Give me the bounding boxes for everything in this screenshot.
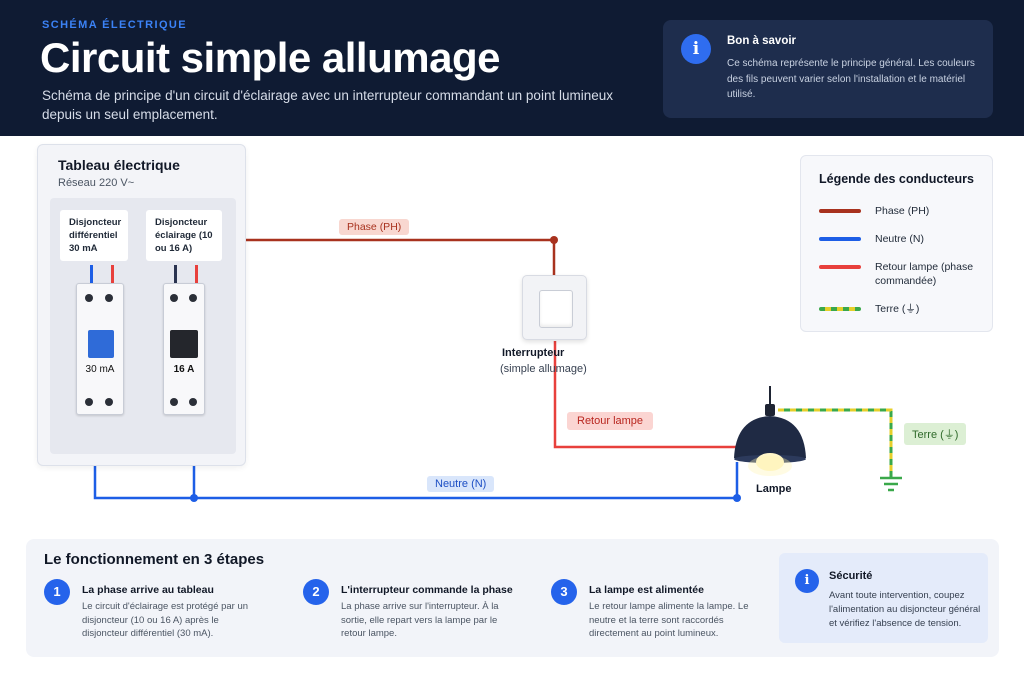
wire-stub-phase — [111, 265, 114, 283]
tag-neutre: Neutre (N) — [427, 476, 495, 492]
legend-label: Retour lampe (phase commandée) — [875, 261, 974, 287]
legend-label: Neutre (N) — [875, 233, 925, 245]
neutre-junction — [190, 494, 198, 502]
breaker-toggle-blue[interactable] — [88, 330, 114, 358]
info-title: Bon à savoir — [727, 35, 797, 47]
wire-terre-stripe — [778, 408, 893, 478]
info-icon: i — [795, 569, 819, 593]
safety-card: i Sécurité Avant toute intervention, cou… — [779, 553, 988, 643]
header: SCHÉMA ÉLECTRIQUE Circuit simple allumag… — [0, 0, 1024, 136]
conductor-legend: Légende des conducteurs Phase (PH) Neutr… — [800, 155, 993, 332]
breaker-toggle-black[interactable] — [170, 330, 198, 358]
step-title: L'interrupteur commande la phase — [341, 584, 513, 596]
info-card: i Bon à savoir Ce schéma représente le p… — [663, 20, 993, 118]
neutre-junction-lamp — [733, 494, 741, 502]
switch-sublabel: (simple allumage) — [500, 363, 587, 375]
step-text: Le retour lampe alimente la lampe. Le ne… — [589, 601, 749, 639]
wire-stub-neutre — [90, 265, 93, 283]
screw-icon — [105, 294, 113, 302]
info-icon: i — [681, 34, 711, 64]
screw-icon — [85, 398, 93, 406]
wire-phase — [246, 238, 556, 275]
safety-title: Sécurité — [829, 570, 873, 582]
switch-label: Interrupteur — [502, 347, 565, 359]
page-subtitle: Schéma de principe d'un circuit d'éclair… — [42, 88, 613, 122]
info-text: Ce schéma représente le principe général… — [727, 58, 975, 100]
electrical-panel: Tableau électrique Réseau 220 V~ Disjonc… — [37, 144, 246, 466]
switch-rocker[interactable] — [539, 290, 573, 328]
screw-icon — [189, 294, 197, 302]
lamp-label: Lampe — [756, 483, 792, 495]
breaker-label-eclairage: Disjoncteur éclairage (10 ou 16 A) — [146, 210, 222, 261]
screw-icon — [170, 294, 178, 302]
breaker-rating: 16 A — [173, 364, 195, 375]
panel-subtitle: Réseau 220 V~ — [58, 177, 135, 189]
legend-label: Terre (⏚) — [875, 303, 920, 315]
page-title: Circuit simple allumage — [40, 34, 500, 81]
lamp-icon — [734, 386, 806, 476]
step-text: Le circuit d'éclairage est protégé par u… — [82, 601, 249, 639]
screw-icon — [105, 398, 113, 406]
legend-item-terre: Terre (⏚) — [819, 302, 919, 316]
steps-section: Le fonctionnement en 3 étapes 1 La phase… — [26, 539, 999, 657]
screw-icon — [85, 294, 93, 302]
screw-icon — [189, 398, 197, 406]
wire-stub-neutre-2 — [174, 265, 177, 283]
legend-swatch — [819, 265, 861, 269]
tag-phase: Phase (PH) — [339, 219, 410, 235]
legend-swatch — [819, 237, 861, 241]
step-number: 1 — [44, 579, 70, 605]
step-title: La lampe est alimentée — [589, 584, 704, 596]
legend-title: Légende des conducteurs — [819, 172, 974, 186]
step-text: La phase arrive sur l'interrupteur. À la… — [341, 601, 499, 639]
breaker-eclairage[interactable]: 16 A — [163, 283, 205, 415]
phase-junction — [550, 236, 558, 244]
eyebrow: SCHÉMA ÉLECTRIQUE — [42, 19, 188, 31]
tag-terre: Terre (⏚) — [904, 423, 967, 445]
step-number: 2 — [303, 579, 329, 605]
breaker-label-differentiel: Disjoncteur différentiel 30 mA — [60, 210, 128, 261]
step-number: 3 — [551, 579, 577, 605]
legend-item-phase: Phase (PH) — [819, 204, 929, 218]
step-title: La phase arrive au tableau — [82, 584, 214, 596]
legend-swatch — [819, 209, 861, 213]
legend-swatch — [819, 307, 861, 311]
legend-item-retour: Retour lampe (phase commandée) — [819, 260, 985, 288]
legend-item-neutre: Neutre (N) — [819, 232, 924, 246]
panel-title: Tableau électrique — [58, 157, 180, 173]
ground-symbol-icon — [880, 476, 902, 492]
breaker-rating: 30 mA — [85, 364, 115, 375]
breaker-differentiel[interactable]: 30 mA — [76, 283, 124, 415]
screw-icon — [170, 398, 178, 406]
safety-text: Avant toute intervention, coupez l'alime… — [829, 590, 981, 629]
light-switch[interactable] — [522, 275, 587, 340]
wire-retour-lampe — [553, 341, 745, 449]
legend-label: Phase (PH) — [875, 205, 930, 217]
wire-stub-phase-2 — [195, 265, 198, 283]
steps-title: Le fonctionnement en 3 étapes — [44, 551, 265, 568]
tag-retour-lampe: Retour lampe — [567, 412, 654, 430]
